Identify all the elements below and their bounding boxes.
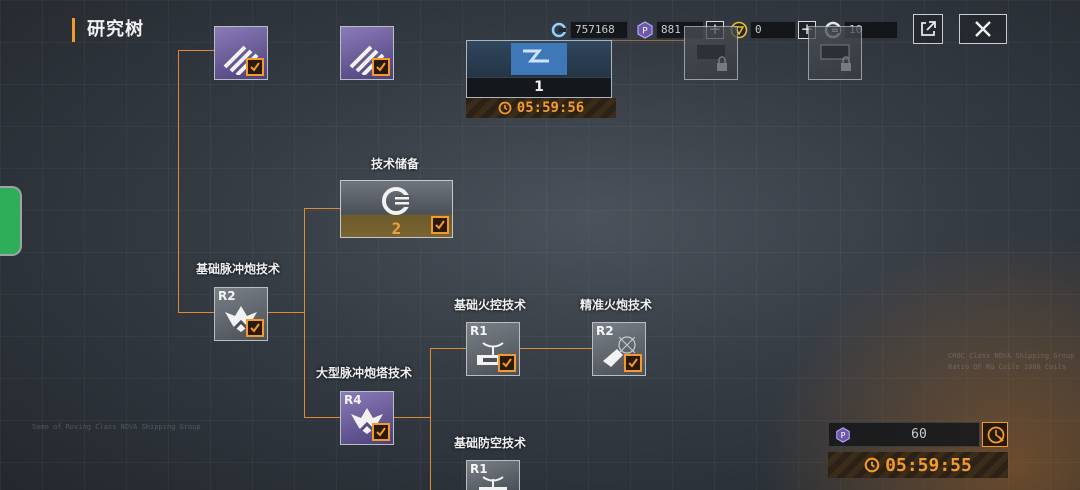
targeting-icon [603,336,636,367]
decorative-caption: Ratio OF RG Coils 1000 Coils [948,363,1067,371]
rank-badge: R4 [344,393,362,407]
tech-node-precision-fire[interactable]: R2 [592,322,646,376]
cost-row: P 60 [828,422,980,447]
rank-badge: R1 [470,462,488,476]
reserve-count: 2 [391,219,402,238]
external-link-icon [921,21,936,36]
connector-line [268,312,304,313]
purple-gem-icon: P [637,21,653,39]
node-label: 基础防空技术 [454,436,527,450]
research-count: 1 [467,77,611,97]
connector-line [430,348,466,349]
research-timer: 05:59:56 [466,98,616,118]
completed-checkbox [372,423,390,441]
share-button[interactable] [913,14,943,44]
connector-line [394,417,430,418]
tech-node-large-pulse[interactable]: R4 [340,391,394,445]
node-label: 技术储备 [371,157,420,171]
resource-credits: 757168 [550,20,628,40]
close-icon [975,21,991,37]
completed-checkbox [431,216,449,234]
research-in-progress-card[interactable]: 1 [466,40,612,98]
node-label: 精准火炮技术 [580,298,653,312]
speed-up-button[interactable] [982,422,1008,447]
gold-value: 0 [750,21,796,39]
tech-node-locked-2[interactable] [808,26,862,80]
connector-line [520,348,592,349]
close-button[interactable] [959,14,1007,44]
completed-checkbox [498,354,516,372]
radar-icon [477,342,509,365]
connector-line [178,50,218,51]
connector-line [304,208,305,418]
decorative-caption: CROC Class NOVA Shipping Group [948,352,1075,360]
resource-gold: 0 + [730,20,816,40]
rank-badge: R2 [218,289,236,303]
connector-line [304,208,340,209]
lock-icon [697,45,727,71]
cost-timer: 05:59:55 [828,452,1008,478]
tech-node-basic-pulse[interactable]: R2 [214,287,268,341]
completed-checkbox [372,58,390,76]
connector-line [304,417,340,418]
connector-line [178,312,216,313]
tech-chip-icon [382,187,412,215]
lock-icon [820,44,851,71]
tech-node-locked-1[interactable] [684,26,738,80]
clock-icon [864,457,880,473]
tech-node-basic-fire-control[interactable]: R1 [466,322,520,376]
air-defense-icon [479,476,507,490]
tech-node-basic-air-defense[interactable]: R1 [466,460,520,490]
speed-up-icon [987,426,1005,444]
svg-text:P: P [642,27,648,37]
tech-node-missile-1[interactable] [214,26,268,80]
completed-checkbox [246,58,264,76]
credits-value: 757168 [570,21,628,39]
refresh-icon [551,22,567,38]
rank-badge: R2 [596,324,614,338]
tech-node-missile-2[interactable] [340,26,394,80]
completed-checkbox [246,319,264,337]
node-label: 大型脉冲炮塔技术 [316,366,413,380]
clock-icon [498,101,512,115]
purple-gem-icon: P [836,427,850,443]
tech-reserve-node[interactable]: 2 [340,180,453,238]
connector-line [430,348,431,490]
timer-text: 05:59:55 [885,454,972,476]
side-drawer-tab[interactable] [0,186,22,256]
cost-value: 60 [911,427,927,442]
node-label: 基础脉冲炮技术 [196,262,281,276]
node-label: 基础火控技术 [454,298,527,312]
page-title: 研究树 [72,18,144,42]
decorative-caption: Some of Roving Class NOVA Shipping Group [32,423,201,431]
rank-badge: R1 [470,324,488,338]
connector-line [612,40,684,41]
completed-checkbox [624,354,642,372]
blueprint-icon [511,43,567,75]
svg-text:P: P [841,431,846,440]
timer-text: 05:59:56 [516,100,585,116]
research-cost-panel: P 60 05:59:55 [828,422,1008,480]
connector-line [178,50,179,313]
